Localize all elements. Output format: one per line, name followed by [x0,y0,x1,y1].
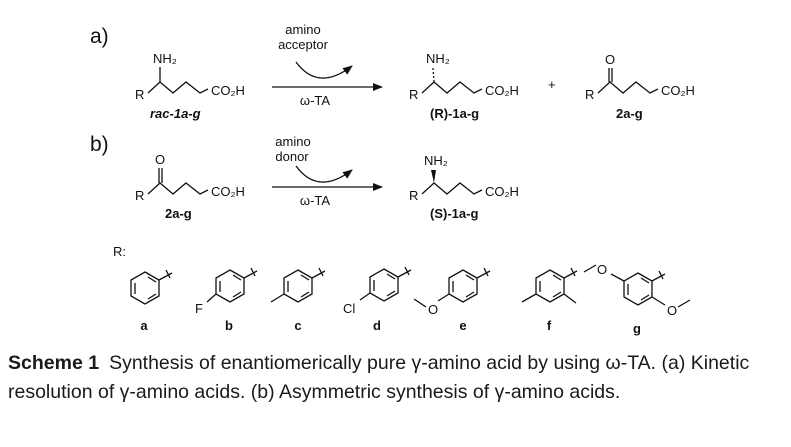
plus-sign: + [548,77,556,92]
substrate-2a-g: O R CO₂H 2a-g [135,152,245,221]
product-label-a: (R)-1a-g [430,106,479,121]
svg-text:Cl: Cl [343,301,355,316]
substrate-rac-1a-g: NH₂ R CO₂H rac-1a-g [135,51,245,121]
r-header: R: [113,244,126,259]
substituent-e-methoxyphenyl: O e [413,267,491,333]
substituent-a-phenyl: a [130,269,173,333]
svg-text:NH₂: NH₂ [424,153,448,168]
caption-title: Scheme 1 [8,352,100,374]
svg-text:R: R [135,188,144,203]
svg-text:O: O [667,303,677,318]
substrate-label-a: rac-1a-g [150,106,201,121]
svg-text:amino: amino [285,22,320,37]
svg-text:amino: amino [275,134,310,149]
svg-text:R: R [585,87,594,102]
svg-text:CO₂H: CO₂H [485,83,519,98]
svg-text:F: F [195,301,203,316]
substituent-b-fluorophenyl: F b [195,267,258,333]
svg-text:O: O [428,302,438,317]
svg-text:acceptor: acceptor [278,37,329,52]
substrate-label-b: 2a-g [165,206,192,221]
byproduct-label: 2a-g [616,106,643,121]
svg-text:CO₂H: CO₂H [211,83,245,98]
reaction-arrow-a: amino acceptor ω-TA [272,22,383,108]
svg-text:CO₂H: CO₂H [211,184,245,199]
svg-text:CO₂H: CO₂H [485,184,519,199]
svg-text:b: b [225,318,233,333]
svg-text:c: c [294,318,301,333]
part-b-label: b) [90,133,109,156]
svg-text:R: R [409,87,418,102]
svg-text:NH₂: NH₂ [153,51,177,66]
substituent-f-dimethylphenyl: f [521,267,578,333]
product-s-1a-g: NH₂ R CO₂H (S)-1a-g [409,153,519,221]
substituent-c-methylphenyl: c [270,267,326,333]
part-a-label: a) [90,25,109,48]
svg-text:donor: donor [275,149,309,164]
svg-text:e: e [459,318,466,333]
svg-text:R: R [409,188,418,203]
svg-text:a: a [140,318,148,333]
svg-text:O: O [605,52,615,67]
product-r-1a-g: NH₂ R CO₂H (R)-1a-g [409,51,519,121]
svg-text:CO₂H: CO₂H [661,83,695,98]
svg-text:R: R [135,87,144,102]
byproduct-2a-g: O R CO₂H 2a-g [585,52,695,121]
svg-text:d: d [373,318,381,333]
reaction-arrow-b: amino donor ω-TA [272,134,383,208]
reaction-scheme: a) NH₂ R CO₂H rac-1a-g amino acceptor ω-… [90,22,695,336]
svg-text:O: O [155,152,165,167]
catalyst-a: ω-TA [300,93,330,108]
product-label-b: (S)-1a-g [430,206,478,221]
substituent-g-dimethoxyphenyl: O O g [583,262,691,336]
svg-text:O: O [597,262,607,277]
catalyst-b: ω-TA [300,193,330,208]
svg-text:NH₂: NH₂ [426,51,450,66]
svg-text:g: g [633,321,641,336]
substituent-d-chlorophenyl: Cl d [343,266,412,333]
caption-text: Synthesis of enantiomerically pure γ-ami… [8,352,750,403]
svg-text:f: f [547,318,552,333]
